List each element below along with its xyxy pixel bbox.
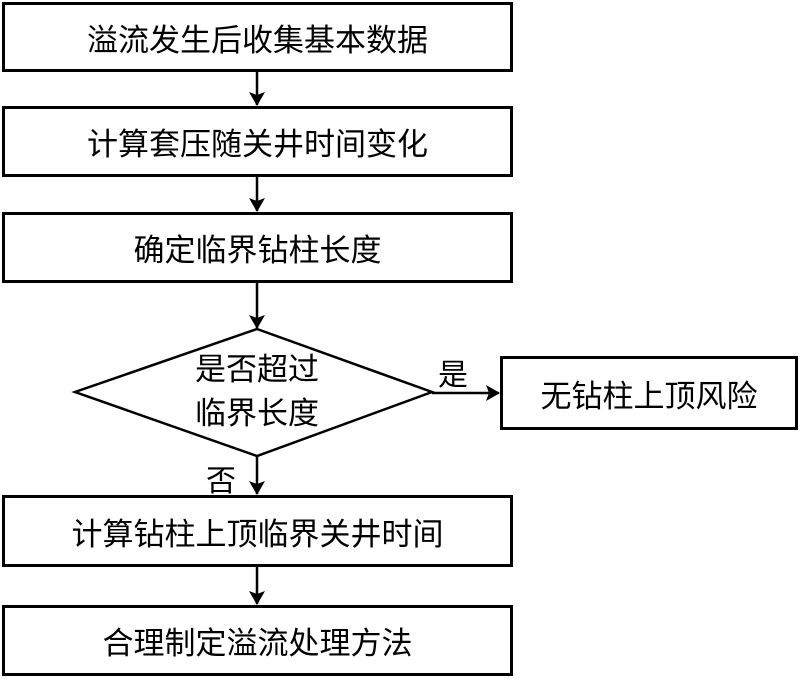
no-label: 否 xyxy=(206,464,236,499)
step2-text: 计算套压随关井时间变化 xyxy=(87,127,428,163)
process-step5: 计算钻柱上顶临界关井时间 xyxy=(2,495,513,567)
process-step3: 确定临界钻柱长度 xyxy=(2,212,513,283)
step6-text: 合理制定溢流处理方法 xyxy=(102,626,413,662)
process-step2: 计算套压随关井时间变化 xyxy=(2,106,513,177)
process-step6: 合理制定溢流处理方法 xyxy=(2,605,513,676)
process-no-risk: 无钻柱上顶风险 xyxy=(500,356,798,430)
no-risk-text: 无钻柱上顶风险 xyxy=(540,378,758,415)
decision-text: 是否超过 临界长度 xyxy=(157,348,357,436)
decision-line2: 临界长度 xyxy=(195,396,319,432)
step3-text: 确定临界钻柱长度 xyxy=(133,233,382,269)
process-step1: 溢流发生后收集基本数据 xyxy=(2,2,513,72)
step5-text: 计算钻柱上顶临界关井时间 xyxy=(71,516,444,553)
step1-text: 溢流发生后收集基本数据 xyxy=(87,22,428,59)
decision-line1: 是否超过 xyxy=(195,352,319,388)
yes-label: 是 xyxy=(438,358,468,393)
